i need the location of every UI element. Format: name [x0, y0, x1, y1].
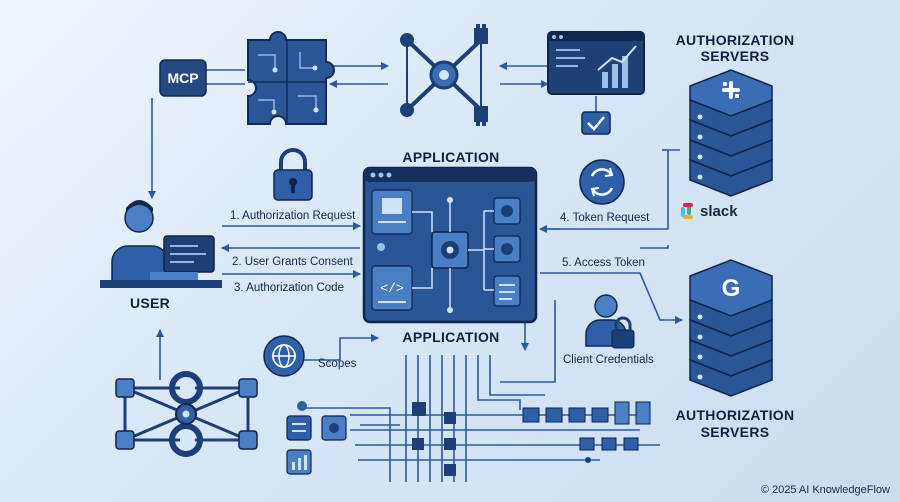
svg-text:</>: </> — [380, 281, 404, 296]
refresh-token-icon — [579, 159, 625, 205]
google-logo-icon: G — [722, 275, 741, 302]
network-graph-icon — [115, 371, 258, 457]
mcp-label: MCP — [167, 70, 198, 86]
application-window: </> — [362, 166, 538, 324]
scopes-to-app-arrow — [300, 334, 379, 361]
user-avatar-icon — [100, 200, 222, 288]
user-heading: USER — [129, 295, 171, 311]
client-credentials-label: Client Credentials — [563, 354, 654, 366]
puzzle-icon — [247, 31, 335, 125]
step1-label: 1. Authorization Request — [230, 210, 356, 222]
step2-label: 2. User Grants Consent — [232, 256, 353, 268]
padlock-icon — [273, 148, 313, 201]
slack-brand-icon — [681, 203, 693, 219]
google-server-stack: G — [689, 259, 773, 397]
step3-label: 3. Authorization Code — [234, 282, 344, 294]
auth-servers-heading-bottom-line1: AUTHORIZATION — [675, 407, 795, 423]
slack-logo-icon — [722, 81, 740, 99]
copyright-footer: © 2025 AI KnowledgeFlow — [760, 484, 890, 496]
client-credentials-icon — [585, 294, 635, 349]
auth-servers-heading-top-line1: AUTHORIZATION — [675, 32, 795, 48]
slack-server-stack — [689, 69, 773, 197]
auth-servers-heading-top-line2: SERVERS — [700, 48, 770, 64]
slack-brand-label: slack — [700, 203, 738, 220]
app-to-slack-line — [540, 149, 680, 230]
application-heading-bottom: APPLICATION — [402, 329, 500, 345]
globe-icon — [263, 335, 305, 377]
step5-label: 5. Access Token — [562, 257, 645, 269]
mcp-box: MCP — [159, 59, 207, 97]
integration-hub-icon — [400, 24, 488, 126]
circuit-board — [286, 401, 651, 476]
analytics-monitor-icon — [547, 31, 645, 135]
step4-label: 4. Token Request — [560, 212, 650, 224]
scopes-label: Scopes — [318, 358, 357, 370]
auth-servers-heading-bottom-line2: SERVERS — [700, 424, 770, 440]
application-heading-top: APPLICATION — [402, 149, 500, 165]
app-to-google-arrow — [540, 272, 683, 324]
